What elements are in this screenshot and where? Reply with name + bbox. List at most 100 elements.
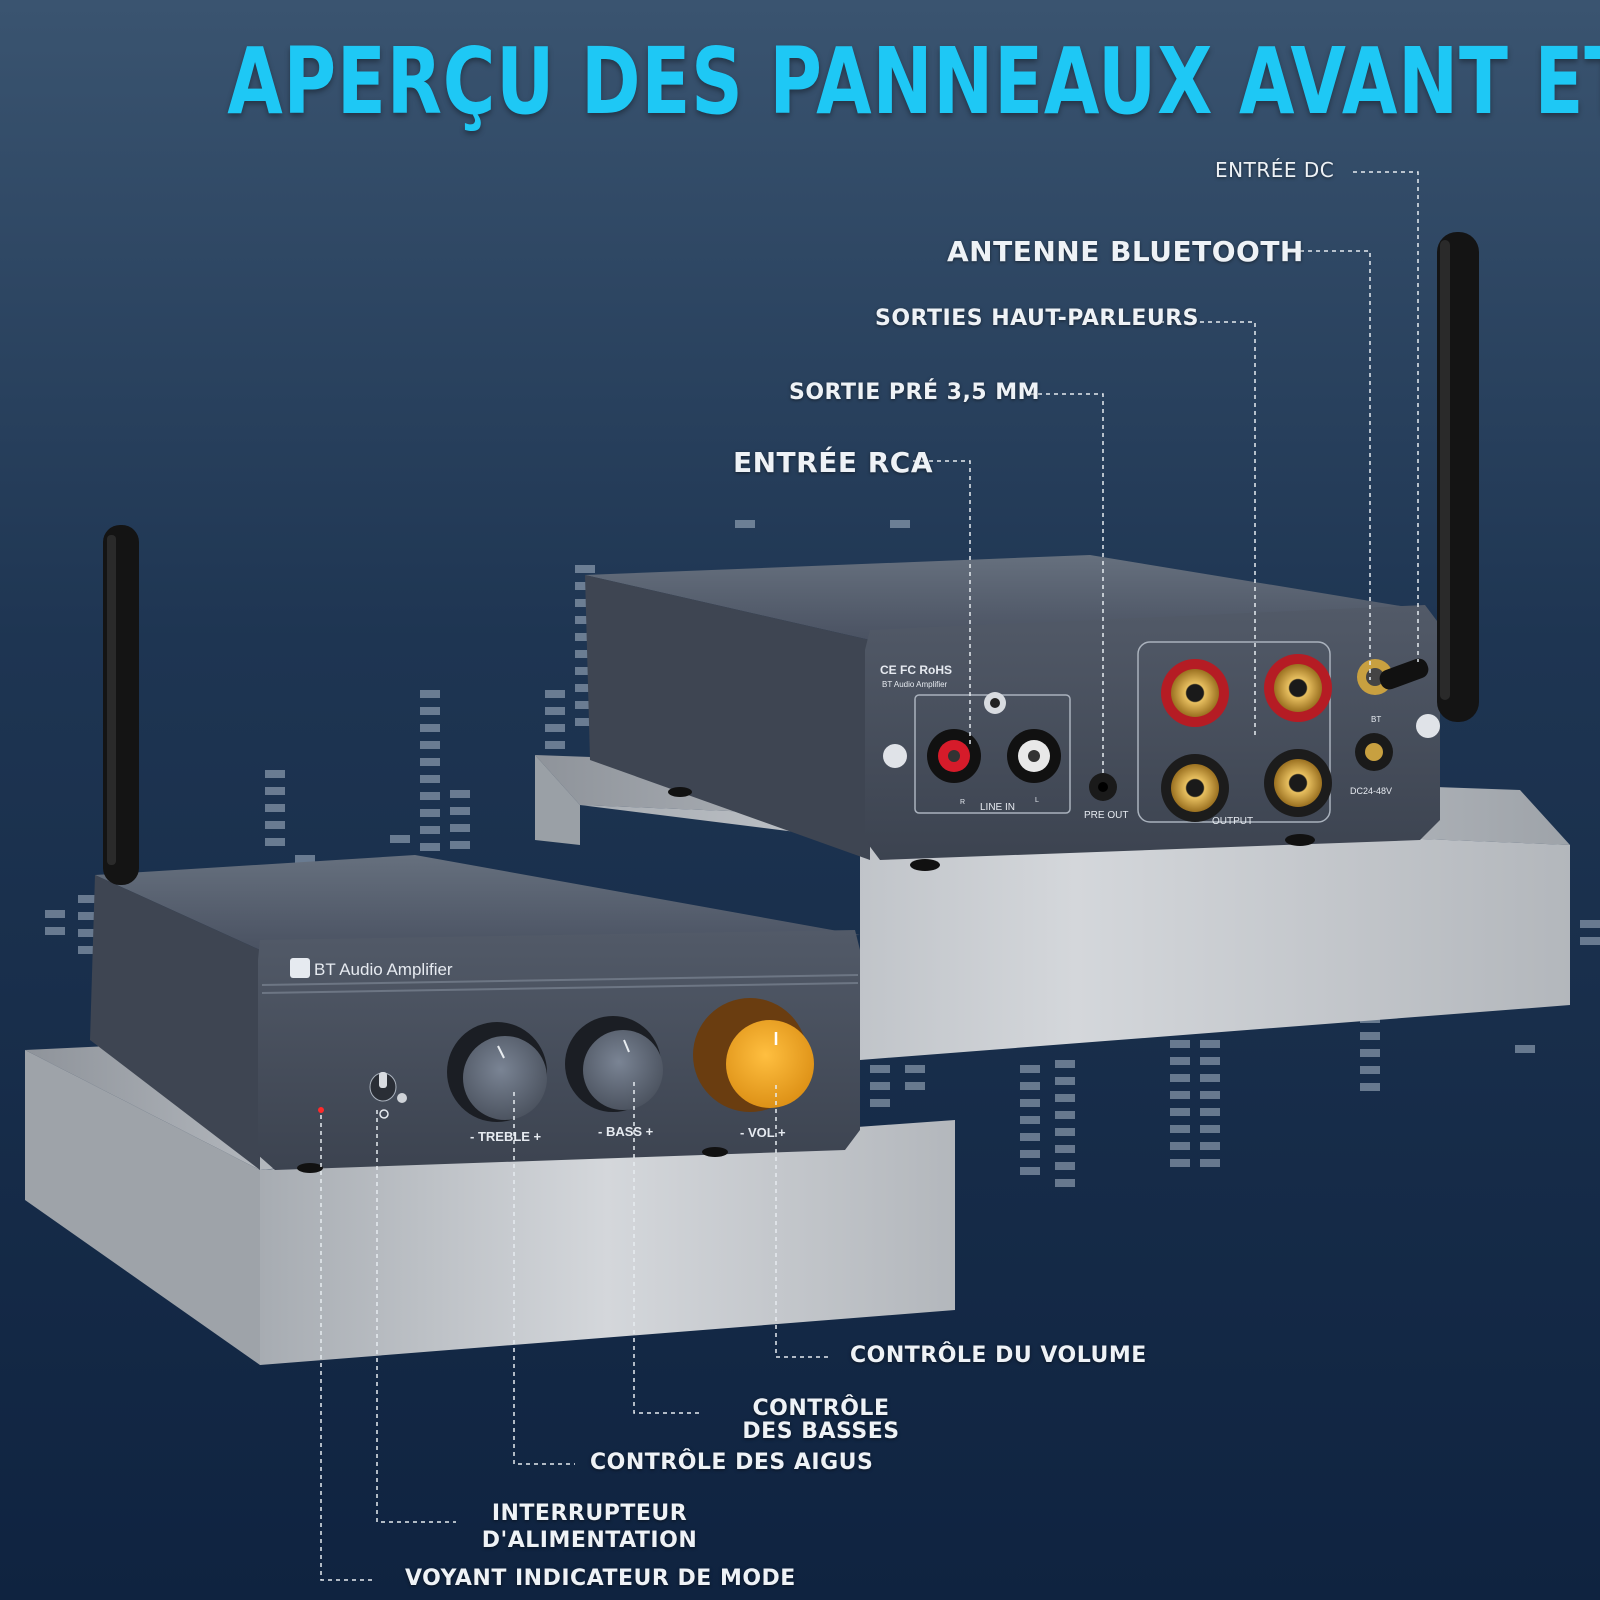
eq-bar-segment: [1055, 1128, 1075, 1136]
volume-knob: [693, 998, 814, 1112]
eq-bar-segment: [45, 927, 65, 935]
eq-bar-segment: [1055, 1162, 1075, 1170]
page-title: APERÇU DES PANNEAUX AVANT ET ARRIÈRE: [227, 28, 1600, 135]
eq-bar-segment: [265, 770, 285, 778]
eq-bar-segment: [1170, 1040, 1190, 1048]
eq-bar-segment: [1170, 1091, 1190, 1099]
eq-bar-segment: [1170, 1125, 1190, 1133]
eq-bar-segment: [78, 895, 98, 903]
eq-bar-segment: [1020, 1065, 1040, 1073]
eq-bar-segment: [420, 792, 440, 800]
eq-bar-segment: [545, 741, 565, 749]
eq-bar-segment: [905, 1082, 925, 1090]
eq-bar-segment: [575, 565, 595, 573]
label-bass-control: CONTRÔLE DES BASSES: [742, 1396, 900, 1444]
back-brand-text: BT Audio Amplifier: [882, 680, 948, 689]
eq-bar-segment: [420, 809, 440, 817]
eq-bar-segment: [420, 775, 440, 783]
eq-bar-segment: [450, 790, 470, 798]
eq-bar-segment: [420, 707, 440, 715]
front-brand-text: BT Audio Amplifier: [314, 960, 453, 979]
case-screw: [883, 744, 907, 768]
speaker-terminals: [1161, 654, 1332, 822]
eq-bar-segment: [1055, 1145, 1075, 1153]
label-pre-out: SORTIE PRÉ 3,5 MM: [789, 380, 1041, 405]
eq-bar-segment: [890, 520, 910, 528]
eq-bar-segment: [1055, 1094, 1075, 1102]
eq-bar-segment: [1170, 1142, 1190, 1150]
eq-bar-segment: [265, 838, 285, 846]
eq-bar-segment: [265, 787, 285, 795]
eq-bar-segment: [1360, 1032, 1380, 1040]
pre-out-label: PRE OUT: [1084, 810, 1128, 821]
eq-bar-segment: [545, 724, 565, 732]
eq-bar-segment: [265, 821, 285, 829]
eq-bar-segment: [295, 855, 315, 863]
eq-bar-segment: [1020, 1099, 1040, 1107]
eq-bar-segment: [450, 824, 470, 832]
equalizer-bars-decoration: [45, 520, 1600, 1187]
eq-bar-segment: [1200, 1091, 1220, 1099]
eq-bar-segment: [1055, 1077, 1075, 1085]
eq-bar-segment: [78, 929, 98, 937]
eq-bar-segment: [1055, 1111, 1075, 1119]
label-power-switch: INTERRUPTEUR D'ALIMENTATION: [481, 1501, 698, 1553]
eq-bar-segment: [1200, 1040, 1220, 1048]
treble-knob: [447, 1022, 547, 1122]
eq-bar-segment: [1020, 1150, 1040, 1158]
eq-bar-segment: [735, 520, 755, 528]
label-bt-antenna: ANTENNE BLUETOOTH: [947, 235, 1304, 268]
eq-bar-segment: [420, 690, 440, 698]
eq-bar-segment: [905, 1065, 925, 1073]
eq-bar-segment: [1200, 1125, 1220, 1133]
eq-bar-segment: [545, 707, 565, 715]
eq-bar-segment: [1200, 1108, 1220, 1116]
rca-r-label: R: [960, 799, 965, 806]
eq-bar-segment: [1170, 1074, 1190, 1082]
leader-lines: [320, 171, 1419, 1581]
eq-bar-segment: [420, 826, 440, 834]
eq-bar-segment: [1020, 1082, 1040, 1090]
label-speaker-outputs: SORTIES HAUT-PARLEURS: [875, 306, 1200, 331]
eq-bar-segment: [1020, 1167, 1040, 1175]
eq-bar-segment: [78, 946, 98, 954]
eq-bar-segment: [1515, 1045, 1535, 1053]
back-amplifier: CE FC RoHS BT Audio Amplifier R LINE IN …: [585, 232, 1479, 871]
line-in-label: LINE IN: [980, 802, 1015, 813]
eq-bar-segment: [1360, 1049, 1380, 1057]
eq-bar-segment: [450, 807, 470, 815]
eq-bar-segment: [1360, 1066, 1380, 1074]
eq-bar-segment: [575, 616, 595, 624]
label-volume-control: CONTRÔLE DU VOLUME: [850, 1343, 1147, 1368]
output-label: OUTPUT: [1212, 816, 1253, 827]
bass-label: - BASS +: [598, 1124, 654, 1139]
eq-bar-segment: [1055, 1060, 1075, 1068]
eq-bar-segment: [575, 582, 595, 590]
brand-logo: [290, 958, 310, 978]
eq-bar-segment: [420, 724, 440, 732]
eq-bar-segment: [1170, 1057, 1190, 1065]
eq-bar-segment: [45, 910, 65, 918]
eq-bar-segment: [575, 633, 595, 641]
label-rca-input: ENTRÉE RCA: [733, 446, 934, 479]
eq-bar-segment: [870, 1099, 890, 1107]
eq-bar-segment: [78, 912, 98, 920]
bt-label: BT: [1371, 715, 1381, 724]
eq-bar-segment: [575, 599, 595, 607]
eq-bar-segment: [1020, 1133, 1040, 1141]
eq-bar-segment: [1200, 1159, 1220, 1167]
mode-led: [318, 1107, 324, 1113]
label-dc-input: ENTRÉE DC: [1215, 158, 1335, 182]
eq-bar-segment: [545, 690, 565, 698]
treble-label: - TREBLE +: [470, 1129, 542, 1144]
eq-bar-segment: [1580, 920, 1600, 928]
rca-l-label: L: [1035, 797, 1039, 804]
cert-marks: CE FC RoHS: [880, 663, 952, 677]
eq-bar-segment: [265, 804, 285, 812]
eq-bar-segment: [575, 667, 595, 675]
eq-bar-segment: [1170, 1108, 1190, 1116]
front-amplifier: BT Audio Amplifier - TREBLE + - BASS +: [90, 525, 860, 1173]
eq-bar-segment: [1170, 1159, 1190, 1167]
